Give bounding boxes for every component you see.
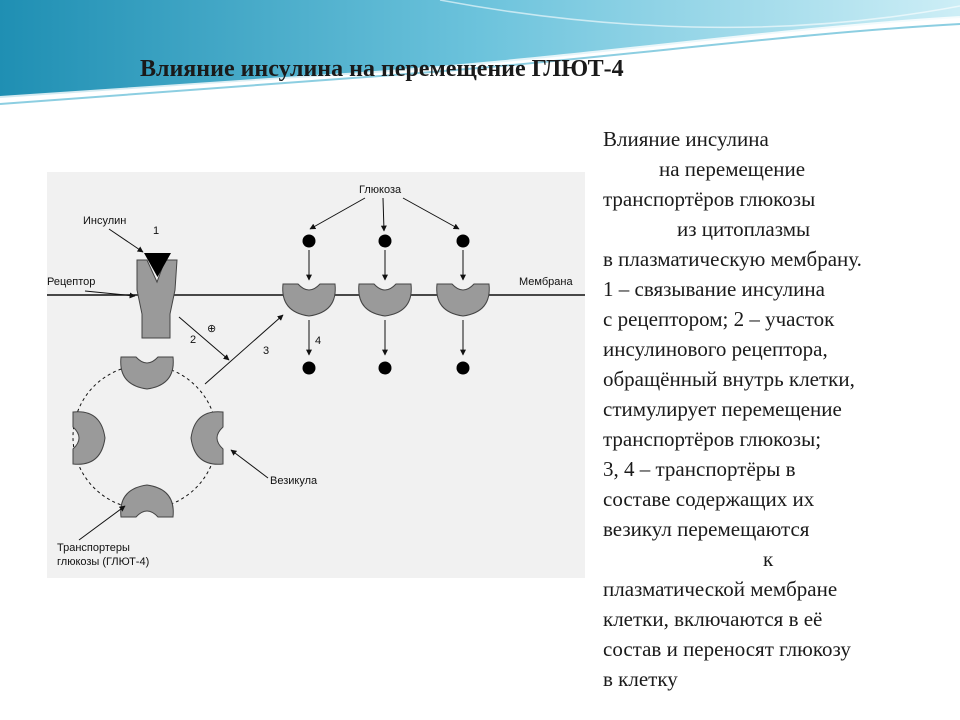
glucose-dot [302,361,316,375]
vesicle-transporter [72,411,106,465]
glucose-dot [378,361,392,375]
plus-sign: ⊕ [207,323,216,335]
description-line: состав и переносят глюкозу [603,637,851,661]
description-line: на перемещение [659,157,806,181]
description-line: 1 – связывание инсулина [603,277,825,301]
description-line: транспортёров глюкозы; [603,427,822,451]
membrane-transporter [436,283,490,317]
glut4-diagram: Инсулин 1 Рецептор 2 ⊕ 3 Глюкоза 4 [47,172,585,578]
vesicle-transporter [120,356,174,390]
insulin-triangle [144,253,171,277]
description-line: инсулинового рецептора, [603,337,828,361]
glucose-dot [456,361,470,375]
label-transporters-line1: Транспортеры [57,542,130,554]
label-vesicle: Везикула [270,475,318,487]
receptor-shape [136,259,178,339]
label-receptor: Рецептор [47,276,95,288]
diagram-canvas: Инсулин 1 Рецептор 2 ⊕ 3 Глюкоза 4 [47,184,585,568]
slide-title: Влияние инсулина на перемещение ГЛЮТ-4 [140,56,624,82]
vesicle-transporter [190,411,224,465]
label-transporters-line2: глюкозы (ГЛЮТ-4) [57,556,149,568]
membrane-transporter [358,283,412,317]
glucose-dot [302,234,316,248]
description-line: 3, 4 – транспортёры в [603,457,796,481]
step-number-3: 3 [263,345,269,357]
glucose-dot [456,234,470,248]
description-line: транспортёров глюкозы [603,187,816,211]
membrane-transporter [282,283,336,317]
description-line: плазматической мембране [603,577,838,601]
description-line: составе содержащих их [603,487,815,511]
step-number-2: 2 [190,334,196,346]
description-line: с рецептором; 2 – участок [603,307,835,331]
description-line: Влияние инсулина [603,127,769,151]
description-text: Влияние инсулина на перемещение транспор… [603,124,948,694]
description-line: клетки, включаются в её [603,607,823,631]
description-line: стимулирует перемещение [603,397,842,421]
description-line: в клетку [603,667,678,691]
description-line: из цитоплазмы [677,217,811,241]
label-membrane: Мембрана [519,276,573,288]
header-wave-decoration [0,0,960,105]
description-line: к [763,547,774,571]
step-number-1: 1 [153,225,159,237]
description-line: везикул перемещаются [603,517,810,541]
step-number-4: 4 [315,335,321,347]
glucose-dot [378,234,392,248]
description-line: в плазматическую мембрану. [603,247,862,271]
label-insulin: Инсулин [83,215,126,227]
description-line: обращённый внутрь клетки, [603,367,855,391]
vesicle-transporter [120,484,174,518]
label-glucose: Глюкоза [359,184,402,196]
